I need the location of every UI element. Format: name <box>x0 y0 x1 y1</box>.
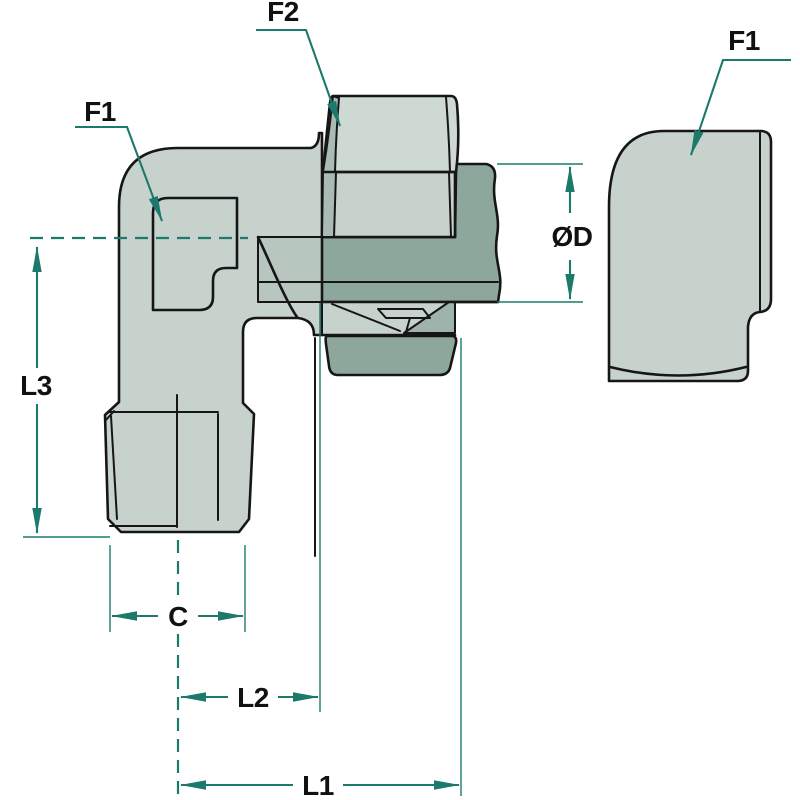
stud-thread-lines <box>105 394 219 528</box>
dim-l3: L3 <box>20 246 110 538</box>
label-f1-side: F1 <box>728 25 760 56</box>
callout-f1-side: F1 <box>690 25 791 156</box>
dim-l1: L1 <box>180 338 462 800</box>
label-c: C <box>168 601 188 632</box>
label-l3: L3 <box>20 370 52 401</box>
label-f2: F2 <box>267 0 299 27</box>
callout-f2: F2 <box>256 0 341 127</box>
nut-lower-band <box>324 334 458 377</box>
main-view <box>103 94 502 557</box>
dim-diameter: ØD <box>497 163 593 303</box>
body-fillet-contour <box>256 235 299 319</box>
dim-c: C <box>109 545 246 632</box>
nut-right-facet-line-mid <box>448 171 452 238</box>
label-f1-main: F1 <box>84 96 116 127</box>
swivel-nut <box>320 94 460 239</box>
side-view <box>607 129 773 383</box>
dim-l2: L2 <box>180 303 321 713</box>
elbow-body <box>103 131 324 534</box>
side-bottom-face-arc <box>608 365 748 377</box>
nut-mid-facet <box>321 170 457 239</box>
label-l1: L1 <box>302 770 334 800</box>
cutting-ring-lines <box>331 303 431 333</box>
nut-right-facet-line-upper <box>445 96 451 173</box>
label-l2: L2 <box>237 682 269 713</box>
label-diameter: ØD <box>552 221 593 252</box>
body-cut-band <box>257 236 323 303</box>
callout-f1-main: F1 <box>75 96 163 222</box>
side-profile-body <box>607 129 773 383</box>
nut-left-facet-mid <box>321 171 337 238</box>
ferrule-zone <box>320 300 500 337</box>
dimensions: L3 C L2 L1 ØD <box>20 0 791 800</box>
